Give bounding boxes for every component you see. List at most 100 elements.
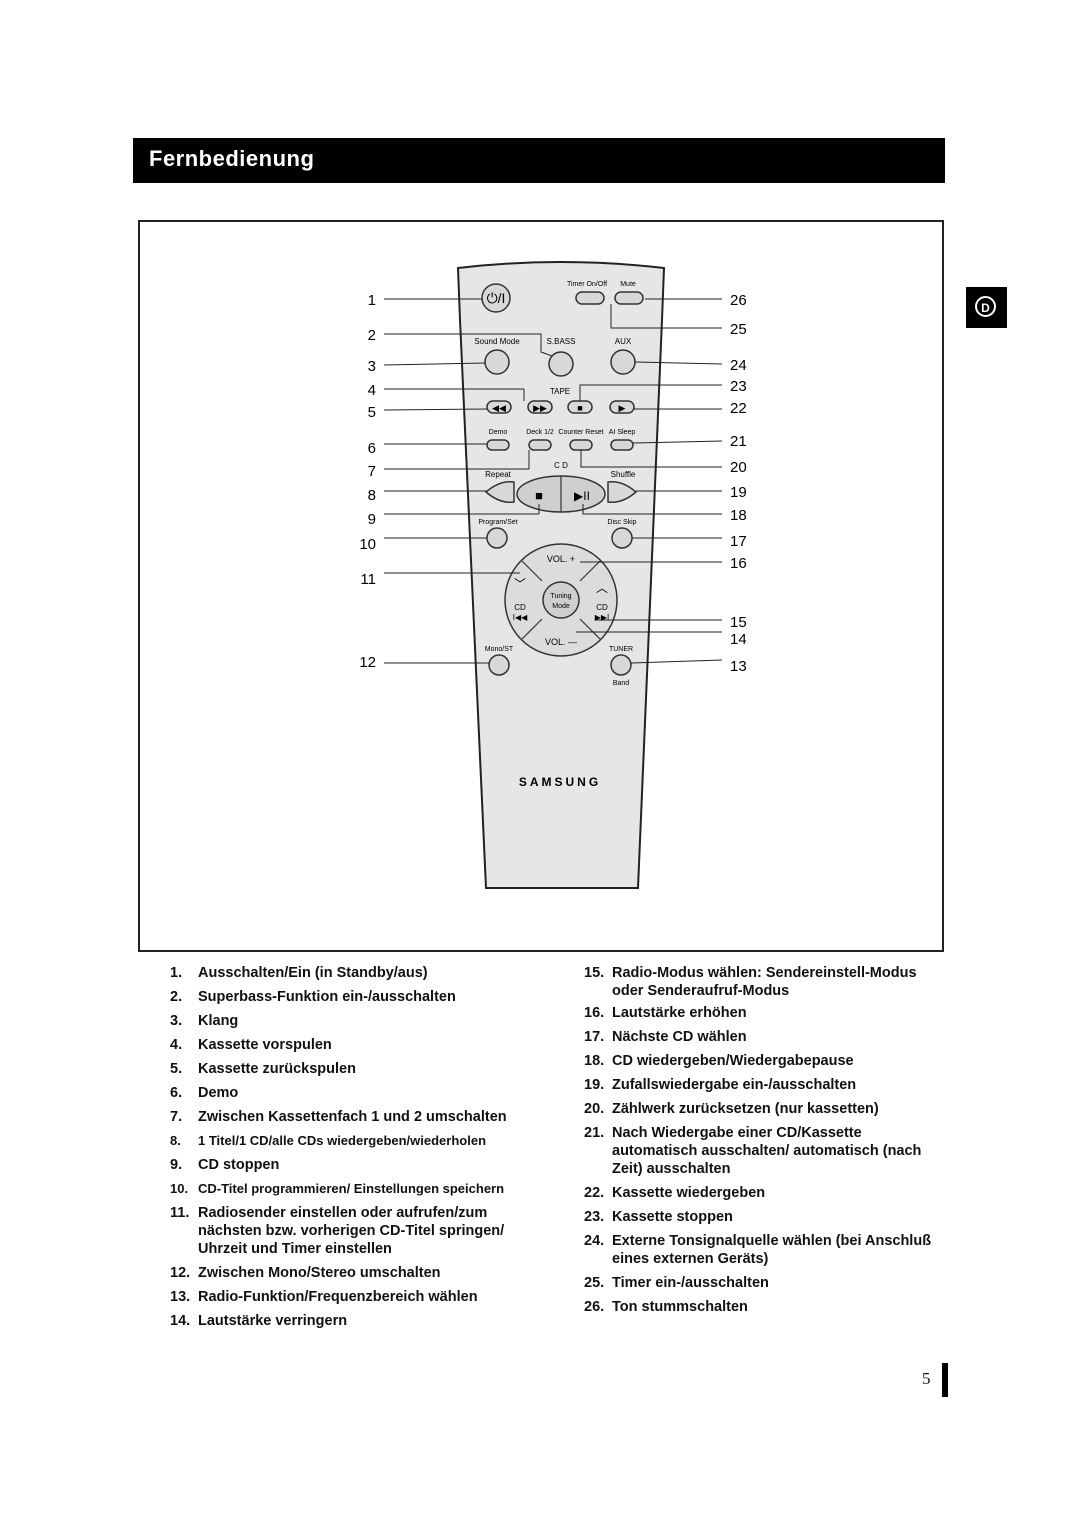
list-item: 15.Radio-Modus wählen: Sendereinstell-Mo…: [584, 965, 917, 999]
remote-figure-frame: [138, 220, 944, 952]
program-set-button[interactable]: [486, 527, 508, 549]
tuner-label: TUNER: [609, 646, 633, 653]
program-set-label: Program/Set: [478, 519, 517, 526]
cd-left-label: CD: [514, 603, 526, 612]
list-item: 13.Radio-Funktion/Frequenzbereich wählen: [170, 1289, 478, 1305]
disc-skip-label: Disc Skip: [607, 519, 636, 526]
sound-mode-label: Sound Mode: [474, 337, 520, 346]
list-item: 22.Kassette wiedergeben: [584, 1185, 766, 1201]
list-item: 23.Kassette stoppen: [584, 1209, 733, 1225]
cd-stop-icon[interactable]: ■: [535, 488, 543, 503]
list-item: 1.Ausschalten/Ein (in Standby/aus): [170, 965, 428, 981]
list-item: 25.Timer ein-/ausschalten: [584, 1275, 769, 1291]
mute-label: Mute: [620, 281, 636, 288]
cd-section-label: C D: [554, 461, 568, 470]
callout-26: 26: [730, 292, 747, 309]
list-item: 2.Superbass-Funktion ein-/ausschalten: [170, 989, 456, 1005]
mono-st-button[interactable]: [488, 654, 510, 676]
language-badge: D: [966, 287, 1007, 328]
leader-lines: [383, 298, 723, 664]
callout-21: 21: [730, 433, 747, 450]
callout-5: 5: [368, 404, 376, 421]
ai-sleep-button[interactable]: [610, 439, 634, 451]
list-item: 21.Nach Wiedergabe einer CD/Kassette aut…: [584, 1125, 922, 1177]
timer-onoff-label: Timer On/Off: [567, 281, 607, 288]
tape-forward-button[interactable]: [527, 400, 553, 414]
list-item: 14.Lautstärke verringern: [170, 1313, 348, 1329]
callout-4: 4: [368, 382, 376, 399]
deck-button[interactable]: [528, 439, 552, 451]
callout-3: 3: [368, 358, 376, 375]
chevron-up-icon[interactable]: ︿: [596, 581, 608, 595]
skip-forward-icon[interactable]: ▶▶I: [595, 613, 610, 622]
callout-7: 7: [368, 463, 376, 480]
list-item: 5.Kassette zurückspulen: [170, 1061, 356, 1077]
demo-button[interactable]: [486, 439, 510, 451]
power-button[interactable]: [481, 283, 511, 313]
page-number-bar: [942, 1363, 948, 1397]
callout-2: 2: [368, 327, 376, 344]
vol-plus-label: VOL. +: [547, 554, 575, 564]
deck-label: Deck 1/2: [526, 429, 554, 436]
list-item: 17.Nächste CD wählen: [584, 1029, 747, 1045]
aux-label: AUX: [615, 337, 632, 346]
callout-17: 17: [730, 533, 747, 550]
callout-22: 22: [730, 400, 747, 417]
callout-9: 9: [368, 511, 376, 528]
disc-skip-button[interactable]: [611, 527, 633, 549]
forward-icon: ▶▶: [533, 403, 547, 413]
callout-12: 12: [359, 654, 376, 671]
page-number: 5: [922, 1369, 931, 1388]
callout-19: 19: [730, 484, 747, 501]
callout-23: 23: [730, 378, 747, 395]
callout-1: 1: [368, 292, 376, 309]
list-item: 10.CD-Titel programmieren/ Einstellungen…: [170, 1181, 505, 1196]
aux-button[interactable]: [610, 349, 636, 375]
chevron-down-icon[interactable]: ﹀: [514, 577, 526, 591]
callouts-left: 1 2 3 4 5 6 7 8 9 10 11 12: [359, 292, 376, 671]
cd-play-pause-icon[interactable]: ▶II: [574, 489, 590, 503]
tuner-band-button[interactable]: [610, 654, 632, 676]
tape-label: TAPE: [550, 387, 570, 396]
counter-reset-button[interactable]: [569, 439, 593, 451]
callout-16: 16: [730, 555, 747, 572]
callout-13: 13: [730, 658, 747, 675]
list-item: 4.Kassette vorspulen: [170, 1037, 332, 1053]
list-item: 3.Klang: [170, 1013, 239, 1029]
list-item: 19.Zufallswiedergabe ein-/ausschalten: [584, 1077, 857, 1093]
tape-rewind-button[interactable]: [486, 400, 512, 414]
callout-15: 15: [730, 614, 747, 631]
list-item: 16.Lautstärke erhöhen: [584, 1005, 747, 1021]
list-item: 24.Externe Tonsignalquelle wählen (bei A…: [584, 1233, 932, 1267]
callout-25: 25: [730, 321, 747, 338]
list-item: 18.CD wiedergeben/Wiedergabepause: [584, 1053, 854, 1069]
list-item: 6.Demo: [170, 1085, 239, 1101]
tape-play-button[interactable]: [609, 400, 635, 414]
legend-left: 1.Ausschalten/Ein (in Standby/aus) 2.Sup…: [170, 964, 540, 1336]
list-item: 12.Zwischen Mono/Stereo umschalten: [170, 1265, 441, 1281]
skip-back-icon[interactable]: I◀◀: [513, 613, 528, 622]
callout-10: 10: [359, 536, 376, 553]
callout-18: 18: [730, 507, 747, 524]
section-title-bar: Fernbedienung: [133, 138, 945, 183]
callout-6: 6: [368, 440, 376, 457]
section-title: Fernbedienung: [149, 146, 315, 171]
tuning-mode-button[interactable]: [542, 581, 580, 619]
sbass-button[interactable]: [548, 351, 574, 377]
vol-minus-label: VOL. —: [545, 637, 577, 647]
callouts-right: 26 25 24 23 22 21 20 19 18 17 16 15 14 1…: [730, 292, 747, 675]
shuffle-button[interactable]: [607, 480, 638, 504]
callout-24: 24: [730, 357, 747, 374]
timer-onoff-button[interactable]: [575, 291, 605, 305]
ai-sleep-label: AI Sleep: [609, 429, 636, 436]
cd-right-label: CD: [596, 603, 608, 612]
mute-button[interactable]: [614, 291, 644, 305]
remote-control-diagram: ⏻/I Timer On/Off Mute Sound Mode S.BASS …: [359, 261, 747, 889]
callout-8: 8: [368, 487, 376, 504]
sound-mode-button[interactable]: [484, 349, 510, 375]
repeat-button[interactable]: [484, 480, 515, 504]
list-item: 20.Zählwerk zurücksetzen (nur kassetten): [584, 1101, 879, 1117]
power-icon: ⏻/I: [487, 290, 506, 306]
demo-label: Demo: [489, 429, 508, 436]
counter-reset-label: Counter Reset: [558, 429, 603, 436]
